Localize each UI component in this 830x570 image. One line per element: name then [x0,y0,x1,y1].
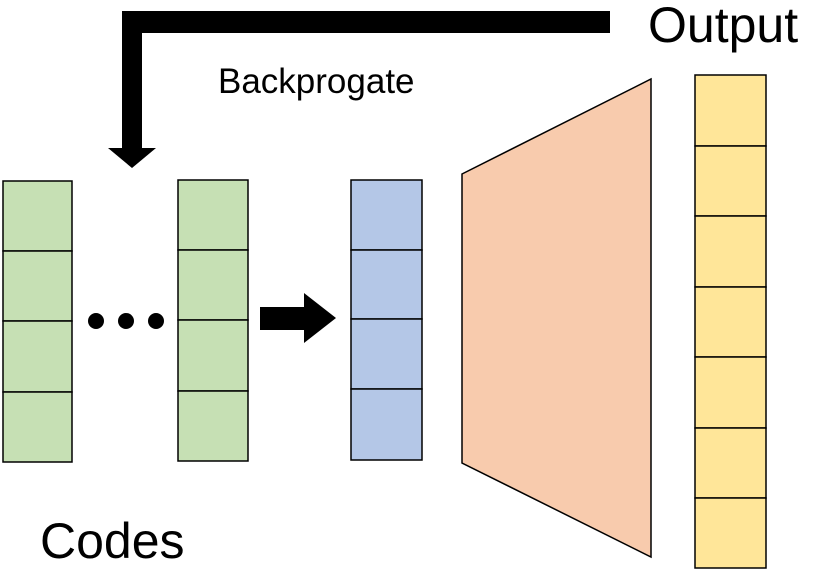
latent-cell [350,388,423,461]
output-cell [694,74,767,147]
code-cell [2,391,73,463]
code-cell [177,249,249,321]
code-cell [177,179,249,251]
output-vector [694,74,767,569]
latent-cell [350,249,423,320]
output-cell [694,427,767,499]
code-cell [2,250,73,322]
latent-vector [350,179,423,461]
backprop-label: Backprogate [218,62,415,101]
ellipsis-dot [118,313,134,329]
ellipsis [88,313,164,329]
code-cell [2,180,73,252]
code-cell [177,390,249,462]
codes-label: Codes [40,513,185,569]
output-cell [694,286,767,358]
output-cell [694,145,767,217]
latent-cell [350,179,423,251]
code-vector-first [2,180,73,463]
backprop-arrow [108,11,610,168]
ellipsis-dot [148,313,164,329]
forward-arrow [260,293,336,343]
output-cell [694,215,767,288]
code-cell [177,319,249,392]
output-cell [694,497,767,569]
decoder-block [461,77,652,559]
output-cell [694,356,767,429]
latent-cell [350,318,423,390]
output-label: Output [648,0,798,53]
code-cell [2,320,73,393]
code-vector-last [177,179,249,462]
ellipsis-dot [88,313,104,329]
